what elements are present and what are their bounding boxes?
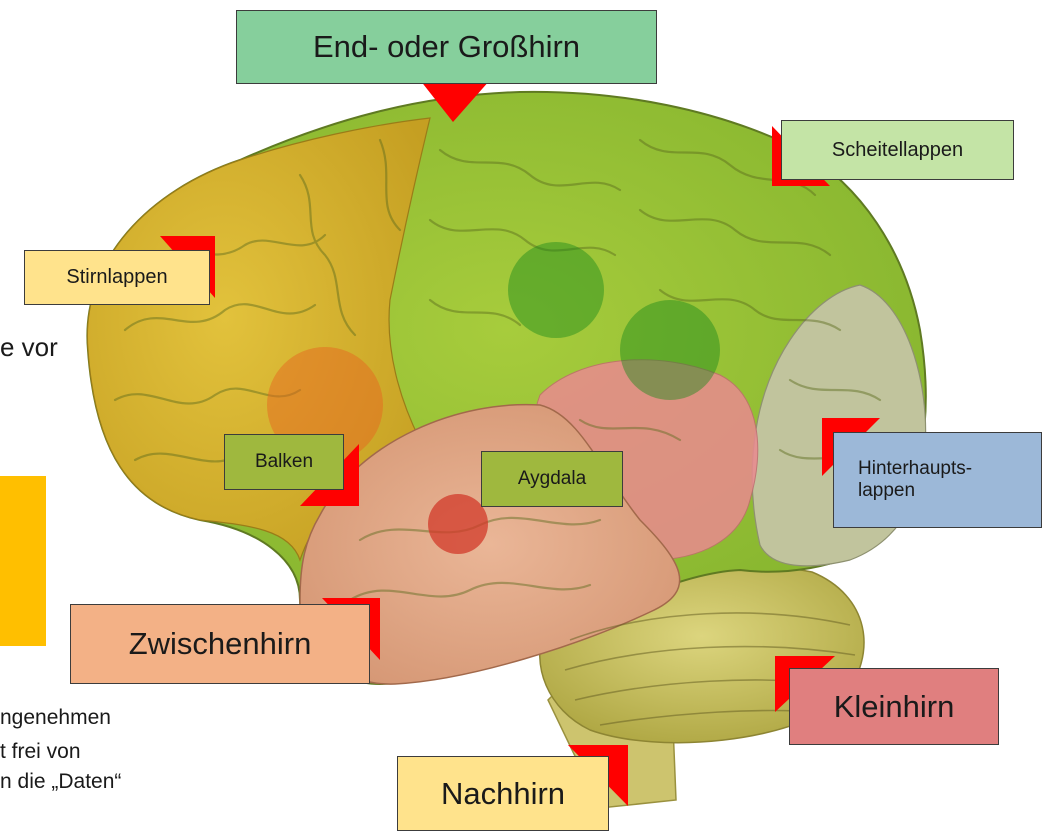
- amygdala-marker: [428, 494, 488, 554]
- green-highlight-spot-upper: [508, 242, 604, 338]
- label-zwischenhirn: Zwischenhirn: [70, 604, 370, 684]
- background-text-line: ngenehmen: [0, 706, 111, 730]
- label-end-oder-grosshirn: End- oder Großhirn: [236, 10, 657, 84]
- background-text-fragment: e vor: [0, 332, 58, 363]
- side-panel: [0, 476, 46, 646]
- label-nachhirn: Nachhirn: [397, 756, 609, 831]
- label-scheitellappen: Scheitellappen: [781, 120, 1014, 180]
- background-text-line: t frei von: [0, 740, 81, 764]
- label-hinterhaupts-line1: Hinterhaupts-: [858, 458, 972, 480]
- label-hinterhaupts-line2: lappen: [858, 480, 915, 502]
- label-balken: Balken: [224, 434, 344, 490]
- label-stirnlappen: Stirnlappen: [24, 250, 210, 305]
- label-hinterhauptslappen: Hinterhaupts- lappen: [833, 432, 1042, 528]
- background-text-line: n die „Daten“: [0, 770, 121, 794]
- label-aygdala: Aygdala: [481, 451, 623, 507]
- label-kleinhirn: Kleinhirn: [789, 668, 999, 745]
- green-highlight-spot-lower: [620, 300, 720, 400]
